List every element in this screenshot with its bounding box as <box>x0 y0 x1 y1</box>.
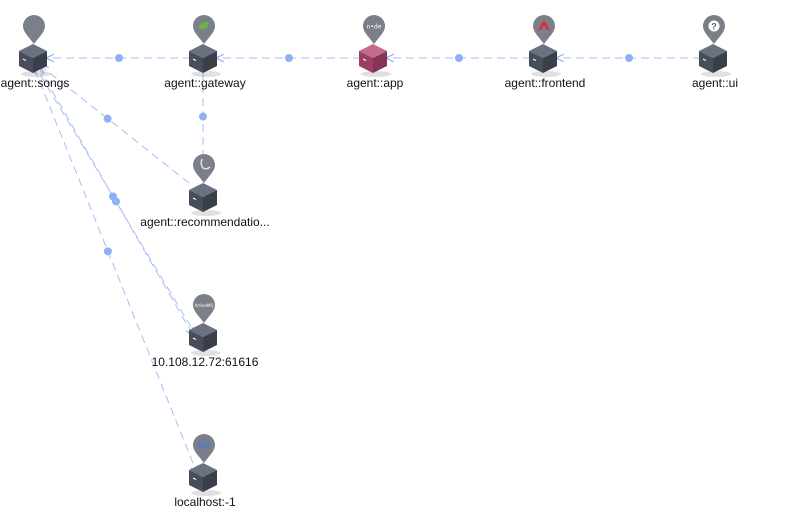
node-js-icon: n•de <box>367 24 382 31</box>
cube-icon[interactable] <box>189 183 217 212</box>
question-icon <box>708 20 720 32</box>
node-pin: n•de <box>363 15 385 44</box>
cube-terminal-mark <box>192 58 197 61</box>
cube-terminal-mark <box>192 337 197 340</box>
leaf-icon <box>199 21 209 30</box>
edge-line[interactable] <box>41 66 190 184</box>
node-shadow <box>361 71 391 77</box>
cube-icon[interactable] <box>359 44 387 73</box>
edge-midpoint-dot[interactable] <box>103 247 112 256</box>
edge-midpoint-dot[interactable] <box>625 54 633 62</box>
node-label: agent::gateway <box>164 76 245 90</box>
cube-icon[interactable] <box>699 44 727 73</box>
node-label: agent::app <box>347 76 404 90</box>
edge-midpoint-dot[interactable] <box>455 54 463 62</box>
node-shadow <box>21 71 51 77</box>
cube-icon[interactable] <box>189 44 217 73</box>
cube-terminal-mark <box>532 58 537 61</box>
node-label: 10.108.12.72:61616 <box>152 355 259 369</box>
node-gateway[interactable]: agent::gateway <box>164 15 246 90</box>
node-pin <box>193 15 215 44</box>
edges-layer <box>35 54 701 473</box>
node-label: agent::recommendatio... <box>140 215 269 229</box>
edge-app-to-gateway[interactable] <box>217 54 361 62</box>
cube-icon[interactable] <box>19 44 47 73</box>
edge-midpoint-dot[interactable] <box>109 192 117 201</box>
edge-recommendations-to-songs[interactable] <box>41 66 190 184</box>
node-activemq[interactable]: ActiveMQ 10.108.12.72:61616 <box>152 294 259 369</box>
node-frontend[interactable]: agent::frontend <box>505 15 586 90</box>
node-shadow <box>191 210 221 216</box>
node-shadow <box>191 71 221 77</box>
edge-midpoint-dot[interactable] <box>285 54 293 62</box>
node-localhost[interactable]: H2 localhost:-1 <box>174 434 236 509</box>
node-pin <box>22 14 46 44</box>
nodes-layer: agent::songs agent::gateway n•deagent::app… <box>1 14 738 509</box>
angular-icon <box>538 20 550 30</box>
question-icon-glyph: ? <box>711 22 717 32</box>
edge-frontend-to-app[interactable] <box>387 54 531 62</box>
node-pin: ? <box>703 15 725 44</box>
node-ui[interactable]: ?agent::ui <box>692 15 738 90</box>
node-label: agent::songs <box>1 76 70 90</box>
node-shadow <box>531 71 561 77</box>
node-label: agent::frontend <box>505 76 586 90</box>
cube-terminal-mark <box>362 58 367 61</box>
node-shadow <box>191 350 221 356</box>
node-pin <box>193 154 215 183</box>
edge-gateway-to-songs[interactable] <box>47 54 191 62</box>
node-recommendations[interactable]: agent::recommendatio... <box>140 154 270 229</box>
cube-icon[interactable] <box>189 323 217 352</box>
edge-midpoint-dot[interactable] <box>115 54 123 62</box>
cube-terminal-mark <box>702 58 707 61</box>
edge-activemq-to-songs[interactable] <box>35 66 192 328</box>
edge-songs-to-localhost[interactable] <box>34 69 197 473</box>
node-pin: ActiveMQ <box>193 294 215 323</box>
node-label: agent::ui <box>692 76 738 90</box>
node-songs[interactable]: agent::songs <box>1 14 70 90</box>
cube-icon[interactable] <box>529 44 557 73</box>
java-icon <box>200 158 211 170</box>
edge-midpoint-dot[interactable] <box>103 114 112 123</box>
h2-database-icon: H2 <box>198 441 211 452</box>
cube-terminal-mark <box>192 477 197 480</box>
node-shadow <box>701 71 731 77</box>
cube-terminal-mark <box>192 197 197 200</box>
node-pin <box>533 15 555 44</box>
edge-midpoint-dot[interactable] <box>199 112 207 121</box>
edge-line[interactable] <box>34 69 197 473</box>
node-shadow <box>191 490 221 496</box>
activemq-icon: ActiveMQ <box>195 303 214 308</box>
node-pin: H2 <box>193 434 215 463</box>
cube-icon[interactable] <box>189 463 217 492</box>
edge-ui-to-frontend[interactable] <box>557 54 701 62</box>
edge-line[interactable] <box>35 66 192 328</box>
cube-terminal-mark <box>22 58 27 61</box>
node-label: localhost:-1 <box>174 495 236 509</box>
